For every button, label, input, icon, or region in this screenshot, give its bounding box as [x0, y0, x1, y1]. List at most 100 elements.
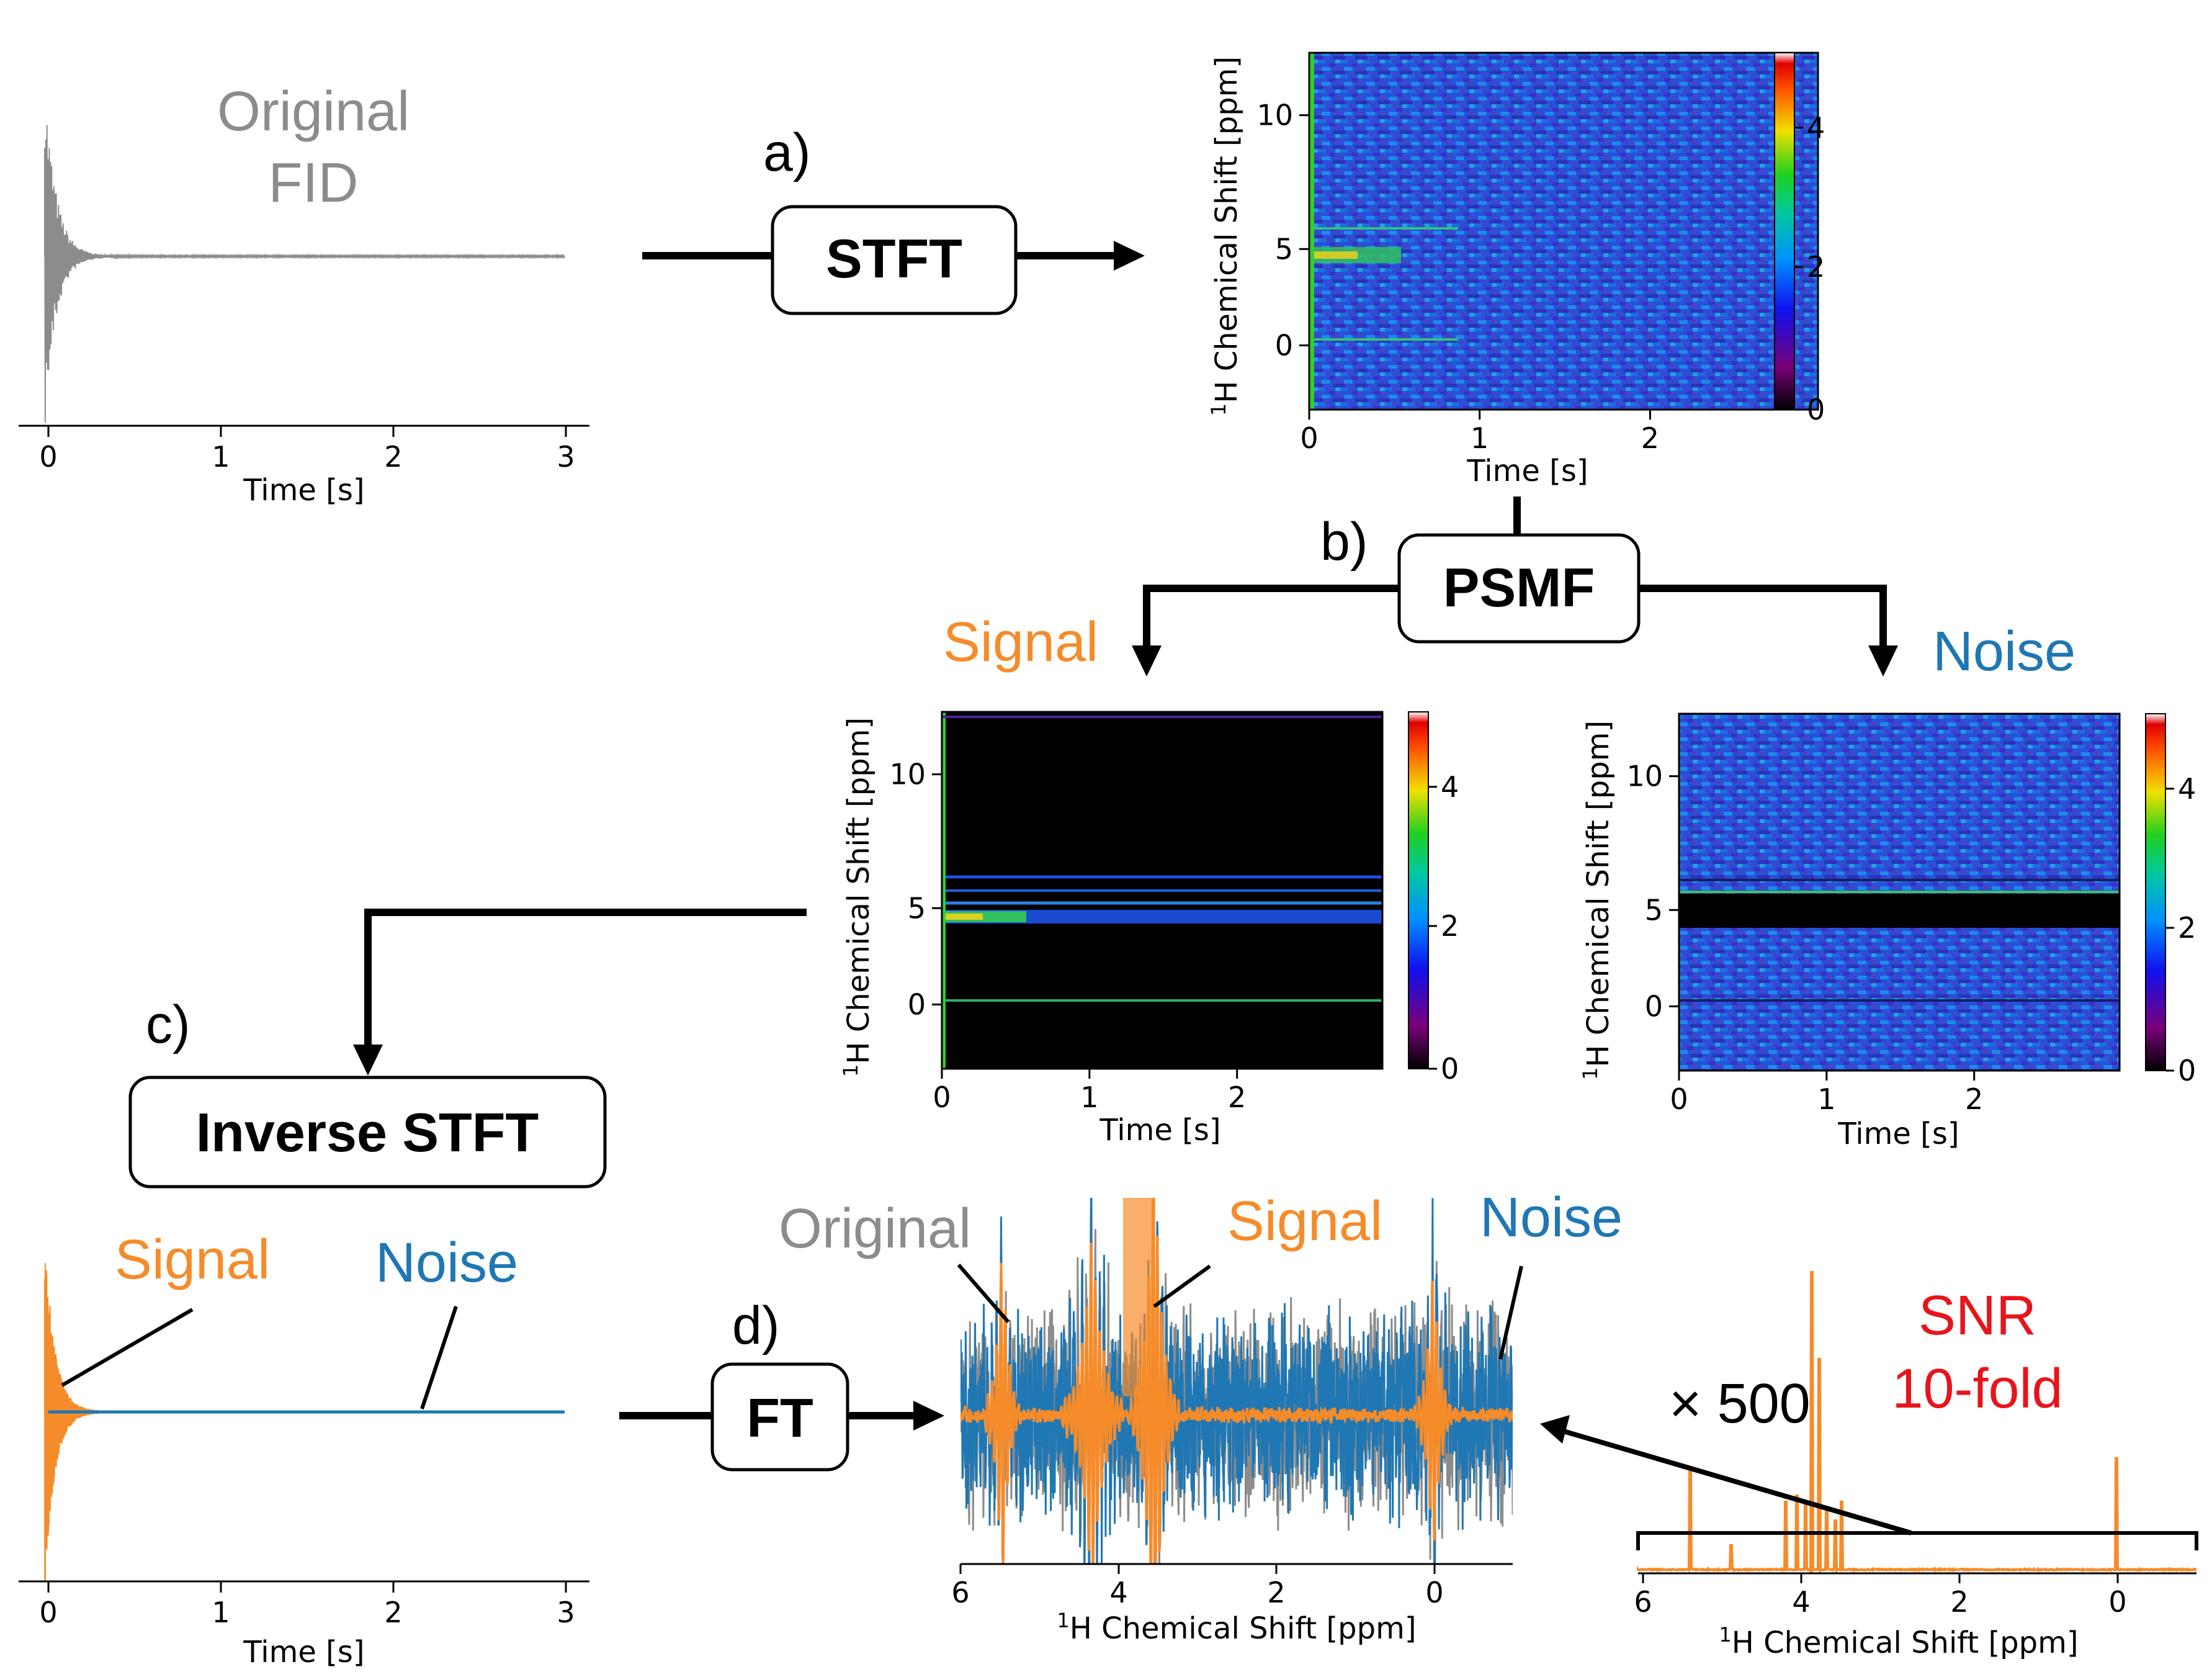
original-fid-title-line2: FID: [269, 152, 359, 214]
stft-box: [771, 205, 1018, 315]
spectrogram-noise-x-tick-label: 0: [1670, 1082, 1688, 1116]
zoom-noise-label: Noise: [1480, 1187, 1623, 1249]
spectrogram-noise: Noise 0 1 2 10 5 0 4 2 0 Time [s] 1H Chemical Sh…: [1578, 621, 2196, 1151]
arrow-b-left: [1143, 585, 1399, 649]
spectrum-zoom-x-ticks: 6 4 2 0: [951, 1564, 1444, 1609]
spectrum-full-x-tick-label: 4: [1792, 1585, 1810, 1619]
spectrogram-top-cbar-tick-label: 4: [1807, 111, 1825, 145]
spectrum-full-x-tick-label: 0: [2108, 1585, 2126, 1619]
signal-spectrum-trace: [960, 1198, 1513, 1564]
spectrogram-top-y-tick-label: 10: [1256, 99, 1293, 132]
spectrogram-signal-cbar-tick-label: 4: [1441, 770, 1459, 804]
spectrogram-top-y-tick-label: 0: [1275, 329, 1293, 362]
step-d-ft: d) FT: [619, 1296, 944, 1472]
spectrogram-noise-cbar-tick-label: 0: [2178, 1054, 2196, 1087]
spectrogram-signal: Signal 0 1 2 10 5 0 4 2 0 Time [s] 1H Chemical S…: [839, 611, 1459, 1148]
arrow-a-head: [1114, 241, 1145, 271]
spectrum-zoom-x-tick-label: 4: [1109, 1576, 1127, 1609]
spectrum-full-x-ticks: 6 4 2 0: [1634, 1573, 2127, 1619]
fid-original-x-tick-label: 2: [384, 440, 402, 474]
zoom-original-label: Original: [779, 1198, 971, 1260]
spectrogram-signal-y-tick-label: 5: [908, 891, 926, 925]
step-a-tag: a): [763, 123, 810, 182]
spectrogram-signal-y-tick-label: 10: [889, 758, 926, 791]
spectrum-full-x-label: 1H Chemical Shift [ppm]: [1719, 1623, 2078, 1660]
magnification-label: × 500: [1669, 1373, 1811, 1435]
spectrogram-noise-x-tick-label: 1: [1817, 1082, 1835, 1116]
spectrogram-signal-x-tick-label: 2: [1228, 1081, 1246, 1114]
spectrum-zoom-x-tick-label: 6: [951, 1576, 969, 1609]
spectrogram-noise-x-tick-label: 2: [1965, 1082, 1983, 1116]
fid-x-ticks: 0 1 2 3: [39, 426, 575, 474]
spectrogram-top-y-label: 1H Chemical Shift [ppm]: [1207, 56, 1244, 416]
fid-separated-x-tick-label: 3: [557, 1596, 575, 1629]
spectrogram-noise-x-label: Time [s]: [1837, 1117, 1959, 1151]
spectrum-zoom-x-tick-label: 2: [1267, 1576, 1285, 1609]
spectrogram-noise-y-tick-label: 0: [1645, 990, 1663, 1023]
fid-x-axis-label: Time [s]: [243, 473, 364, 508]
fid-original-x-tick-label: 1: [212, 440, 230, 474]
spectrogram-noise-cbar-tick-label: 4: [2178, 772, 2196, 806]
spectrogram-signal-cbar-tick-label: 2: [1441, 909, 1459, 943]
spectrogram-top-image: [1309, 53, 1818, 410]
inverse-stft-label: Inverse STFT: [196, 1102, 539, 1163]
spectrogram-top-cbar-tick-label: 0: [1807, 393, 1825, 426]
spectrogram-top-cbar-tick-label: 2: [1807, 250, 1825, 284]
spectrogram-signal-axes: 0 1 2 10 5 0 4 2 0: [889, 758, 1459, 1114]
spectrogram-noise-y-tick-label: 5: [1645, 893, 1663, 927]
zoom-bracket: [1636, 1531, 2198, 1550]
spectrogram-noise-y-tick-label: 10: [1626, 760, 1663, 793]
fid-original-x-tick-label: 3: [557, 440, 575, 474]
spectrogram-noise-axes: 0 1 2 10 5 0 4 2 0: [1626, 760, 2196, 1116]
fid-separated-x-ticks: 0 1 2 3: [39, 1581, 575, 1629]
fid-separated-x-label: Time [s]: [243, 1635, 364, 1670]
stft-label: STFT: [826, 228, 962, 289]
spectrogram-top-x-tick-label: 1: [1471, 421, 1489, 455]
original-fid-title-line1: Original: [217, 81, 410, 143]
spectrogram-signal-y-label: 1H Chemical Shift [ppm]: [839, 717, 876, 1077]
colorbar-noise: [2145, 713, 2166, 1071]
arrow-c: [364, 909, 807, 1046]
inverse-stft-box: [128, 1076, 607, 1189]
step-c-tag: c): [146, 995, 190, 1054]
spectrogram-signal-x-label: Time [s]: [1099, 1113, 1220, 1148]
spectrogram-signal-x-tick-label: 0: [933, 1081, 951, 1114]
signal-spectrogram-title: Signal: [943, 611, 1098, 673]
spectrogram-signal-x-tick-label: 1: [1080, 1081, 1098, 1114]
spectrogram-noise-y-label: 1H Chemical Shift [ppm]: [1578, 721, 1616, 1080]
ft-label: FT: [746, 1387, 813, 1449]
spectrum-zoom-x-tick-label: 0: [1425, 1576, 1443, 1609]
fid-separated-x-tick-label: 2: [384, 1596, 402, 1629]
fid-separated-x-tick-label: 0: [39, 1596, 57, 1629]
spectrogram-signal-cbar-tick-label: 0: [1441, 1052, 1459, 1085]
psmf-label: PSMF: [1443, 557, 1595, 618]
snr-label-line1: SNR: [1919, 1285, 2036, 1347]
signal-fid-trace: [44, 1262, 162, 1581]
original-fid-trace: [44, 125, 565, 423]
spectrogram-signal-y-tick-label: 0: [908, 988, 926, 1022]
spectrum-full-x-tick-label: 2: [1950, 1585, 1968, 1619]
noise-spectrogram-title: Noise: [1933, 621, 2075, 683]
spectrogram-top-x-tick-label: 0: [1300, 421, 1318, 455]
spectrogram-top-y-tick-label: 5: [1275, 232, 1293, 266]
spectrum-full-x-tick-label: 6: [1634, 1585, 1652, 1619]
step-a-stft: a) STFT: [642, 123, 1145, 315]
step-b-psmf: b) PSMF: [1132, 497, 1898, 676]
step-c-inverse-stft: c) Inverse STFT: [128, 909, 807, 1189]
fid-original-x-tick-label: 0: [39, 440, 57, 474]
spectrogram-noise-cbar-tick-label: 2: [2178, 911, 2196, 945]
fid-signal-label: Signal: [115, 1229, 270, 1291]
zoom-pointer: [1562, 1429, 1912, 1535]
colorbar-top: [1774, 52, 1795, 410]
separated-fid-plot: 0 1 2 3 Time [s] Signal Noise: [19, 1229, 589, 1670]
step-b-tag: b): [1320, 512, 1368, 572]
zoom-signal-label: Signal: [1227, 1190, 1382, 1252]
fid-noise-label: Noise: [375, 1232, 518, 1294]
spectrogram-top-x-label: Time [s]: [1466, 454, 1588, 488]
signal-pointer: [61, 1308, 194, 1387]
step-d-tag: d): [732, 1296, 779, 1355]
fid-separated-x-tick-label: 1: [212, 1596, 230, 1629]
